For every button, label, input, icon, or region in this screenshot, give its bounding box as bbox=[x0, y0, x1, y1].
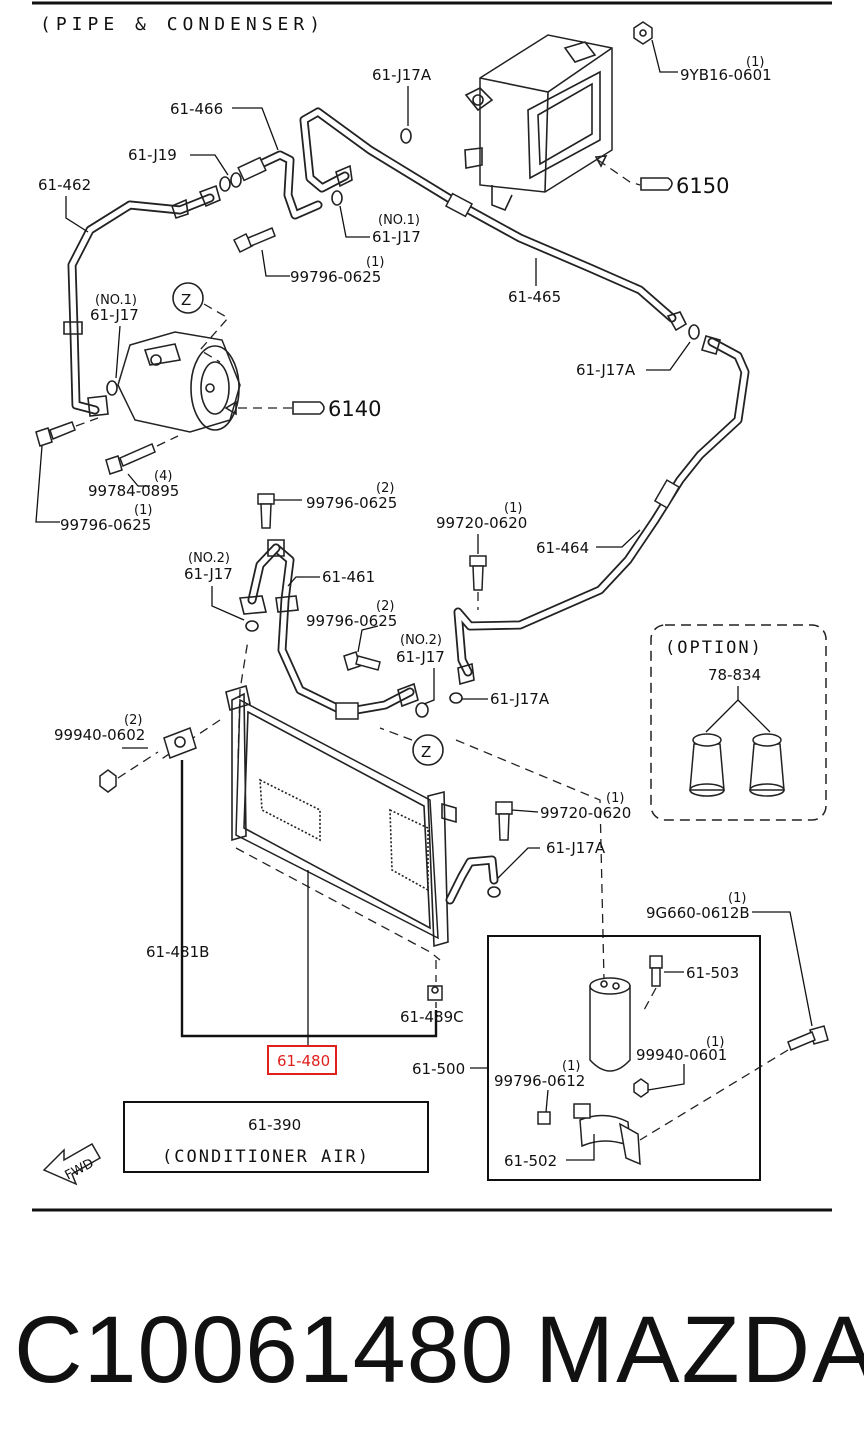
label-61-j17-c: 61-J17 bbox=[184, 565, 233, 583]
label-61-502: 61-502 bbox=[504, 1152, 557, 1170]
conditioner-air-box bbox=[123, 1101, 429, 1173]
receiver-drier bbox=[589, 977, 631, 1072]
label-99796-0625-a: 99796-0625 bbox=[290, 268, 381, 286]
label-6140: 6140 bbox=[328, 397, 381, 421]
qty-99940-a: (2) bbox=[124, 713, 142, 728]
label-61-466: 61-466 bbox=[170, 100, 223, 118]
label-no1-b: (NO.1) bbox=[95, 293, 137, 308]
receiver-drier-box bbox=[487, 935, 761, 1181]
bolt-99796-mid bbox=[257, 493, 275, 529]
bolt-99720-lower bbox=[495, 801, 513, 841]
label-61-481b: 61-481B bbox=[146, 943, 209, 961]
label-99940-0601: 99940-0601 bbox=[636, 1046, 727, 1064]
qty-99720-b: (1) bbox=[606, 791, 624, 806]
nut-9yb16 bbox=[633, 21, 653, 45]
bolt-99796-0612 bbox=[537, 1111, 551, 1125]
evaporator-unit bbox=[464, 34, 613, 212]
hand-pointer-icon-2 bbox=[292, 401, 325, 415]
product-footer: C10061480 MAZDA bbox=[0, 1285, 864, 1415]
label-78-834: 78-834 bbox=[708, 666, 761, 684]
label-99796-0625-b: 99796-0625 bbox=[60, 516, 151, 534]
label-6150: 6150 bbox=[676, 174, 729, 198]
label-9g660-0612b: 9G660-0612B bbox=[646, 904, 750, 922]
bolt-99784-0895 bbox=[105, 442, 156, 475]
compressor bbox=[117, 331, 241, 433]
label-61-390: 61-390 bbox=[248, 1116, 301, 1134]
cap-61-489c bbox=[427, 985, 443, 1001]
label-option: (OPTION) bbox=[665, 638, 763, 658]
label-61-j17a-bot: 61-J17A bbox=[546, 839, 606, 857]
label-99720-0620-a: 99720-0620 bbox=[436, 514, 527, 532]
bracket-61-502 bbox=[573, 1103, 641, 1166]
label-61-503: 61-503 bbox=[686, 964, 739, 982]
bolt-99796-compressor bbox=[35, 421, 76, 447]
nut-99940-0602 bbox=[99, 769, 117, 793]
qty-99784: (4) bbox=[154, 469, 172, 484]
bolt-99796-upper bbox=[232, 227, 276, 254]
qty-99796-a: (1) bbox=[366, 255, 384, 270]
pipe-61-465 bbox=[299, 107, 677, 323]
parts-diagram: (PIPE & CONDENSER) (1) 9YB16-0601 6150 bbox=[32, 1, 832, 1212]
label-no2-b: (NO.2) bbox=[400, 633, 442, 648]
qty-99940-b: (1) bbox=[706, 1035, 724, 1050]
label-61-489c: 61-489C bbox=[400, 1008, 464, 1026]
label-61-461: 61-461 bbox=[322, 568, 375, 586]
label-99784-0895: 99784-0895 bbox=[88, 482, 179, 500]
label-99720-0620-b: 99720-0620 bbox=[540, 804, 631, 822]
bracket-61-481b bbox=[180, 760, 438, 1038]
bolt-9g660-0612b bbox=[787, 1025, 829, 1051]
pipe-61-462 bbox=[67, 193, 215, 415]
qty-99720-a: (1) bbox=[504, 501, 522, 516]
pipe-61-464 bbox=[453, 337, 750, 677]
pressure-switch-99940 bbox=[163, 727, 197, 759]
label-z-1: Z bbox=[181, 291, 191, 309]
qty-99796-d: (2) bbox=[376, 599, 394, 614]
brand-name: MAZDA bbox=[535, 1297, 864, 1403]
label-99796-0612: 99796-0612 bbox=[494, 1072, 585, 1090]
bolt-99720-upper bbox=[469, 555, 487, 591]
diagram-title: (PIPE & CONDENSER) bbox=[40, 14, 325, 35]
bolt-99796-lower bbox=[343, 651, 381, 671]
label-61-480[interactable]: 61-480 bbox=[277, 1052, 330, 1070]
label-z-2: Z bbox=[421, 743, 431, 761]
label-conditioner-air: (CONDITIONER AIR) bbox=[162, 1147, 370, 1167]
qty-9yb16: (1) bbox=[746, 55, 764, 70]
qty-99796-b: (1) bbox=[134, 503, 152, 518]
label-61-464: 61-464 bbox=[536, 539, 589, 557]
label-61-462: 61-462 bbox=[38, 176, 91, 194]
label-61-465: 61-465 bbox=[508, 288, 561, 306]
pipe-61-461 bbox=[247, 543, 415, 720]
cap-78-834 bbox=[689, 733, 785, 797]
condenser-outlet-pipe bbox=[445, 855, 499, 905]
label-61-j17-d: 61-J17 bbox=[396, 648, 445, 666]
part-number: C10061480 bbox=[14, 1297, 515, 1403]
label-no1-a: (NO.1) bbox=[378, 213, 420, 228]
label-99796-0625-c: 99796-0625 bbox=[306, 494, 397, 512]
pipe-61-466 bbox=[243, 150, 323, 220]
label-61-j19: 61-J19 bbox=[128, 146, 177, 164]
condenser bbox=[225, 684, 457, 948]
nut-99940-0601 bbox=[633, 1078, 649, 1098]
fwd-arrow-icon bbox=[42, 1142, 102, 1186]
label-99796-0625-d: 99796-0625 bbox=[306, 612, 397, 630]
qty-99796-e: (1) bbox=[562, 1059, 580, 1074]
pressure-switch-61-503 bbox=[649, 955, 663, 987]
label-no2-a: (NO.2) bbox=[188, 551, 230, 566]
hand-pointer-icon bbox=[640, 177, 673, 191]
label-99940-0602: 99940-0602 bbox=[54, 726, 145, 744]
label-61-500: 61-500 bbox=[412, 1060, 465, 1078]
ref-z-circle-2 bbox=[412, 734, 444, 766]
qty-99796-c: (2) bbox=[376, 481, 394, 496]
label-61-j17a-low: 61-J17A bbox=[490, 690, 550, 708]
label-61-j17a-mid: 61-J17A bbox=[576, 361, 636, 379]
qty-9g660: (1) bbox=[728, 891, 746, 906]
label-61-j17-b: 61-J17 bbox=[90, 306, 139, 324]
highlight-box-61-480 bbox=[267, 1045, 337, 1075]
label-61-j17a-top: 61-J17A bbox=[372, 66, 432, 84]
option-box bbox=[650, 624, 827, 821]
ref-z-circle-1 bbox=[172, 282, 204, 314]
label-61-j17-a: 61-J17 bbox=[372, 228, 421, 246]
label-9yb16-0601: 9YB16-0601 bbox=[680, 66, 772, 84]
